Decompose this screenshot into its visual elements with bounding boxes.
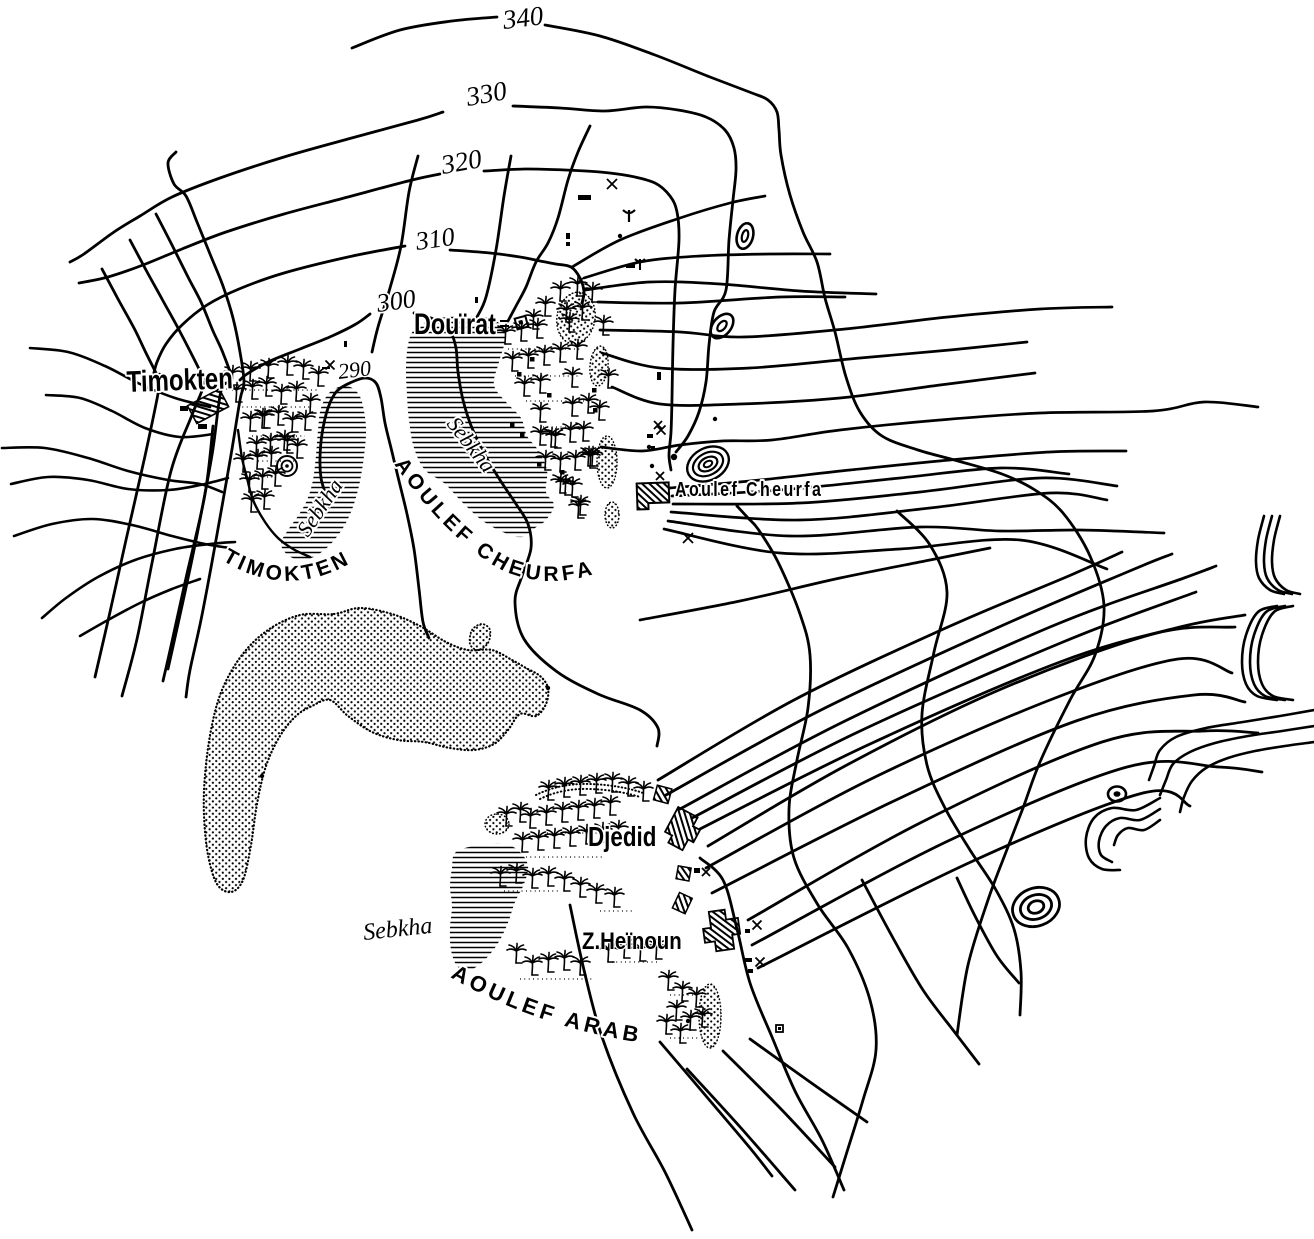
svg-text:Aoulef Cheurfa: Aoulef Cheurfa bbox=[675, 478, 823, 500]
svg-text:290: 290 bbox=[337, 355, 373, 384]
svg-text:330: 330 bbox=[463, 75, 510, 112]
svg-text:300: 300 bbox=[374, 284, 418, 318]
svg-text:Timokten: Timokten bbox=[126, 361, 233, 399]
svg-text:340: 340 bbox=[500, 0, 545, 35]
svg-text:Douïrat: Douïrat bbox=[414, 307, 496, 340]
svg-text:Z.Heïnoun: Z.Heïnoun bbox=[582, 927, 682, 954]
svg-text:310: 310 bbox=[413, 222, 457, 256]
svg-text:Djedid: Djedid bbox=[588, 822, 656, 853]
